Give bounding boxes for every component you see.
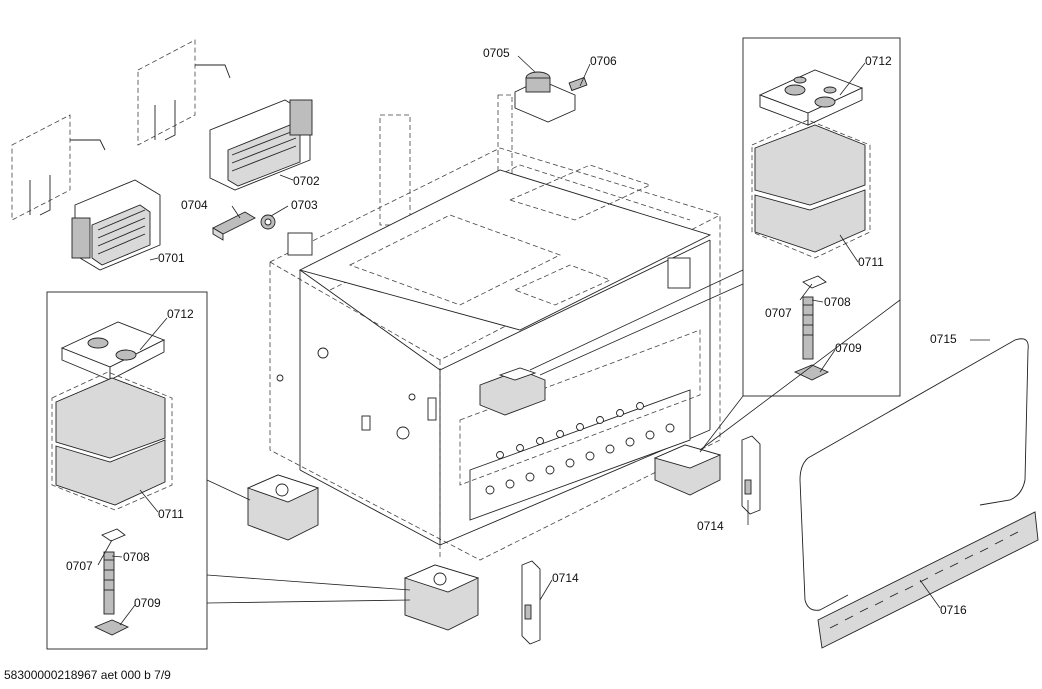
label-0705: 0705 (483, 46, 510, 60)
foot-block-center (403, 564, 480, 631)
oven-chassis (269, 94, 721, 561)
side-panel-1 (11, 114, 106, 221)
label-0715: 0715 (930, 332, 957, 346)
inset-box-right (742, 37, 901, 397)
label-0708-left: 0708 (123, 550, 150, 564)
burner-holes (485, 402, 675, 495)
label-0714-a: 0714 (697, 519, 724, 533)
convection-fan-0702 (209, 99, 313, 191)
label-0712-right: 0712 (865, 54, 892, 68)
hinge-0714-a (741, 435, 761, 515)
label-0709-left: 0709 (134, 596, 161, 610)
document-id-footer: 58300000218967 aet 000 b 7/9 (4, 668, 171, 682)
inset-box-left (46, 291, 208, 650)
label-0711-left: 0711 (158, 507, 184, 521)
label-0703: 0703 (291, 198, 318, 212)
label-0714-b: 0714 (552, 571, 579, 585)
label-0707-left: 0707 (66, 559, 93, 573)
foot-block-right (653, 444, 722, 496)
label-0709-right: 0709 (835, 341, 862, 355)
rail-0715 (799, 338, 1029, 611)
terminal-block-0704 (212, 211, 256, 241)
label-0706: 0706 (590, 54, 617, 68)
label-0711-right: 0711 (858, 255, 884, 269)
leader-lines (97, 55, 990, 626)
inset-connectors (206, 269, 901, 604)
hinge-0714-b (521, 560, 541, 645)
label-0707-right: 0707 (765, 306, 792, 320)
label-0701: 0701 (158, 251, 185, 265)
label-0716: 0716 (940, 603, 967, 617)
label-0702: 0702 (293, 174, 320, 188)
motor-0705 (514, 71, 576, 123)
sensor-0703 (260, 214, 276, 230)
label-0708-right: 0708 (824, 295, 851, 309)
lamp-0706 (568, 76, 588, 92)
label-0704: 0704 (181, 198, 208, 212)
part-labels: 0701 0702 0704 0703 0705 0706 0712 0711 … (66, 46, 967, 617)
convection-fan-0701 (71, 179, 161, 271)
vent-panel-0716 (817, 511, 1039, 649)
side-panel-2 (137, 39, 231, 146)
foot-block-left (246, 474, 320, 541)
label-0712-left: 0712 (167, 307, 194, 321)
